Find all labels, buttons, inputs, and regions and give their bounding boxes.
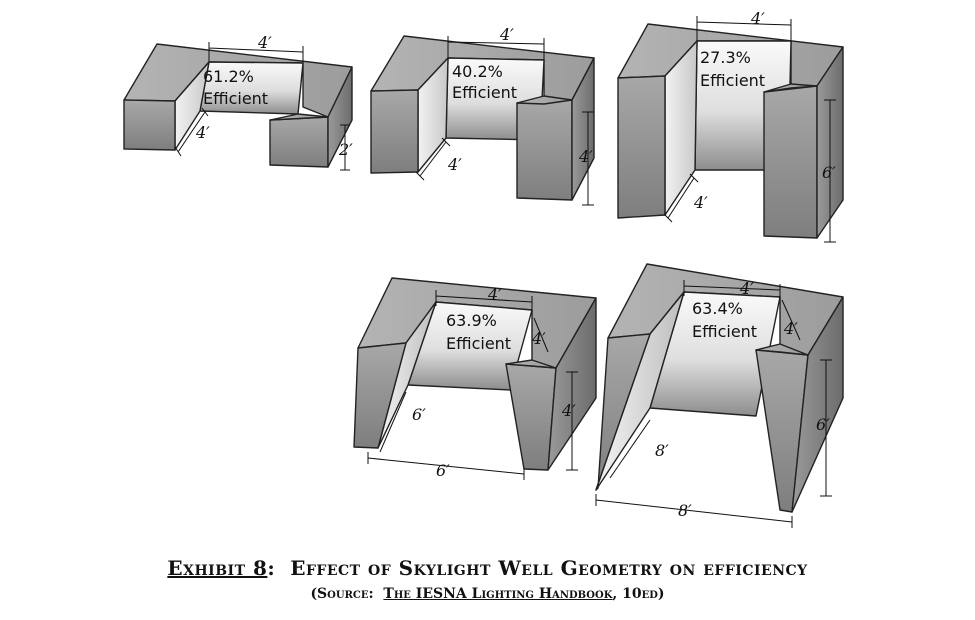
source-prefix: (Source: bbox=[310, 586, 374, 602]
well-1-height-label: 2′ bbox=[338, 140, 353, 159]
well-3-top-right bbox=[763, 83, 818, 93]
well-2-efficient-word: Efficient bbox=[452, 83, 517, 102]
well-4-efficiency: 63.9% bbox=[446, 311, 497, 330]
well-2-right-front bbox=[516, 99, 573, 201]
well-5-efficiency: 63.4% bbox=[692, 299, 743, 318]
well-5: 4′ 4′ 8′ 8′ 6′ 63.4% Efficient bbox=[595, 263, 844, 528]
well-3-efficiency: 27.3% bbox=[700, 48, 751, 67]
well-2-left-front bbox=[370, 89, 419, 174]
well-1-right-side bbox=[327, 66, 353, 168]
exhibit-number: Exhibit 8 bbox=[167, 556, 268, 580]
well-2-top-width-label: 4′ bbox=[499, 25, 514, 44]
source-book: The IESNA Lighting Handbook bbox=[383, 586, 613, 602]
well-2-top-right bbox=[516, 95, 573, 105]
well-5-top-right bbox=[755, 343, 809, 356]
well-3-right-front bbox=[763, 85, 818, 239]
figure-caption: Exhibit 8: Effect of Skylight Well Geome… bbox=[167, 556, 808, 580]
well-5-top-depth-label: 4′ bbox=[783, 319, 798, 338]
caption-title: Effect of Skylight Well Geometry on effi… bbox=[290, 556, 808, 580]
figure-source: (Source: The IESNA Lighting Handbook, 10… bbox=[0, 586, 975, 602]
well-1: 4′ 4′ 2′ 61.2% Efficient bbox=[123, 33, 353, 171]
well-4-height-label: 4′ bbox=[561, 401, 576, 420]
well-4-efficient-word: Efficient bbox=[446, 334, 511, 353]
well-5-right-side bbox=[791, 296, 844, 513]
well-2-depth-label: 4′ bbox=[447, 155, 462, 174]
well-3-top-width-label: 4′ bbox=[750, 9, 765, 28]
well-3-left-front bbox=[617, 75, 666, 219]
well-5-bottom-width-label: 8′ bbox=[678, 501, 692, 520]
well-1-depth-label: 4′ bbox=[195, 123, 210, 142]
well-3-depth-label: 4′ bbox=[693, 193, 708, 212]
well-5-bottom-depth-label: 8′ bbox=[655, 441, 669, 460]
well-4-bottom-width-label: 6′ bbox=[436, 461, 450, 480]
well-1-efficient-word: Efficient bbox=[203, 89, 268, 108]
well-4-top-right bbox=[505, 359, 557, 369]
well-5-left-front bbox=[595, 333, 651, 491]
well-1-left-front bbox=[123, 99, 176, 151]
well-4: 4′ 4′ 6′ 6′ 4′ 63.9% Efficient bbox=[353, 277, 597, 480]
well-1-top-width-label: 4′ bbox=[257, 33, 272, 52]
well-5-top-width-label: 4′ bbox=[739, 279, 754, 298]
source-suffix: , 10ed) bbox=[612, 586, 665, 602]
well-1-top-right bbox=[269, 113, 329, 121]
well-4-top-depth-label: 4′ bbox=[531, 329, 546, 348]
well-4-left-front bbox=[353, 342, 407, 449]
well-4-right-front bbox=[505, 363, 557, 471]
well-1-efficiency: 61.2% bbox=[203, 67, 254, 86]
well-3-height-label: 6′ bbox=[822, 163, 836, 182]
well-5-efficient-word: Efficient bbox=[692, 322, 757, 341]
well-4-bottom-depth-label: 6′ bbox=[412, 405, 426, 424]
well-2-height-label: 4′ bbox=[578, 147, 593, 166]
well-3: 4′ 4′ 6′ 27.3% Efficient bbox=[617, 9, 844, 243]
well-5-height-label: 6′ bbox=[816, 415, 830, 434]
well-4-top-width-label: 4′ bbox=[487, 285, 502, 304]
well-2: 4′ 4′ 4′ 40.2% Efficient bbox=[370, 25, 595, 206]
well-2-efficiency: 40.2% bbox=[452, 62, 503, 81]
well-1-right-front bbox=[269, 116, 329, 168]
well-3-efficient-word: Efficient bbox=[700, 71, 765, 90]
